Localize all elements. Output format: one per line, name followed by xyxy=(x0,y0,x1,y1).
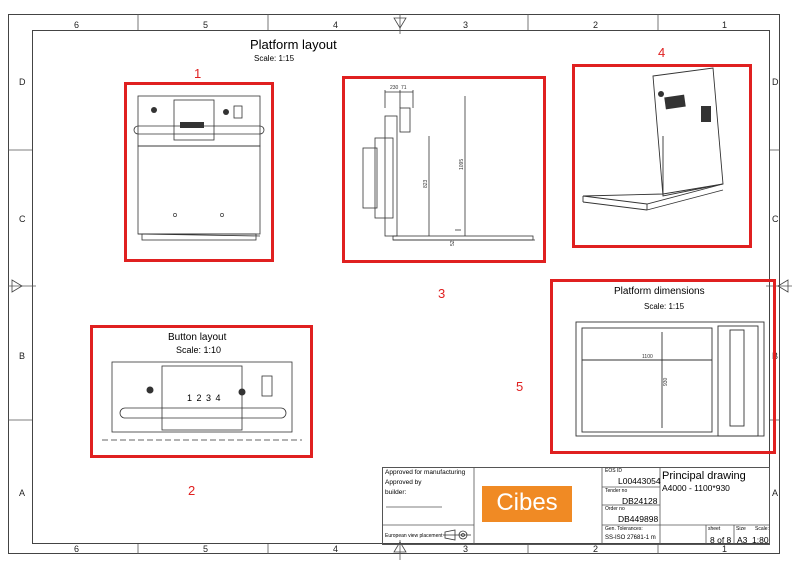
sheet-value: 8 of 8 xyxy=(710,535,732,545)
zone-top-2: 2 xyxy=(593,20,599,30)
tolerance-value: SS-ISO 27681-1 m xyxy=(605,535,656,541)
annotation-label-4: 4 xyxy=(658,45,666,60)
projection-symbol-icon xyxy=(443,529,471,541)
eos-id-label: EOS ID xyxy=(605,468,622,474)
dim-930: 930 xyxy=(663,377,669,386)
tender-value: DB24128 xyxy=(622,496,658,506)
zone-right-c: C xyxy=(772,214,779,224)
zone-top-4: 4 xyxy=(333,20,339,30)
zone-left-c: C xyxy=(19,214,26,224)
dim-71: 71 xyxy=(401,85,407,91)
scale-value: 1:80 xyxy=(752,535,769,545)
platform-iso-view xyxy=(582,67,724,211)
zone-top-5: 5 xyxy=(203,20,209,30)
zone-top-6: 6 xyxy=(74,20,80,30)
button-layout-view xyxy=(102,361,302,441)
annotation-label-1: 1 xyxy=(194,66,202,81)
brand-logo-bg xyxy=(482,486,572,522)
platform-side-view: 230 71 1095 823 52 xyxy=(362,85,535,246)
platform-dimensions-title: Platform dimensions xyxy=(614,286,705,297)
annotation-label-3: 3 xyxy=(438,286,446,301)
approved-manufacturing-label: Approved for manufacturing xyxy=(385,469,466,476)
dim-1095: 1095 xyxy=(459,159,465,170)
size-label: Size xyxy=(736,526,746,532)
scale-label: Scale: xyxy=(755,526,769,532)
annotation-box-5 xyxy=(550,279,776,454)
zone-bottom-6: 6 xyxy=(74,544,80,554)
zone-bottom-5: 5 xyxy=(203,544,209,554)
dim-823: 823 xyxy=(423,179,429,188)
dim-52: 52 xyxy=(450,240,456,246)
annotation-box-2 xyxy=(90,325,313,458)
title-block xyxy=(382,467,770,545)
zone-right-a: A xyxy=(772,488,779,498)
platform-layout-scale: Scale: 1:15 xyxy=(254,54,295,63)
zone-bottom-1: 1 xyxy=(722,544,728,554)
zone-bottom-2: 2 xyxy=(593,544,599,554)
button-layout-title: Button layout xyxy=(168,332,227,343)
brand-logo: Cibes xyxy=(496,489,558,516)
button-numbers: 1 2 3 4 xyxy=(187,393,222,403)
annotation-label-5: 5 xyxy=(516,379,524,394)
zone-left-a: A xyxy=(19,488,26,498)
title-block-lines xyxy=(382,467,770,545)
zone-top-3: 3 xyxy=(463,20,469,30)
annotation-box-4 xyxy=(572,64,752,248)
platform-front-view xyxy=(133,95,265,241)
zone-right-d: D xyxy=(772,77,779,87)
drawing-border xyxy=(8,14,780,554)
platform-dimensions-view: 1100 930 xyxy=(575,321,765,437)
platform-dimensions-scale: Scale: 1:15 xyxy=(644,302,685,311)
zone-top-1: 1 xyxy=(722,20,728,30)
zone-bottom-4: 4 xyxy=(333,544,339,554)
zone-bottom-3: 3 xyxy=(463,544,469,554)
size-value: A3 xyxy=(737,535,748,545)
platform-layout-title: Platform layout xyxy=(250,37,337,52)
annotation-box-3 xyxy=(342,76,546,263)
dim-1100: 1100 xyxy=(642,354,653,360)
tender-label: Tender no xyxy=(605,488,628,494)
annotation-label-2: 2 xyxy=(188,483,196,498)
builder-label: builder: xyxy=(385,489,407,496)
annotation-box-1 xyxy=(124,82,274,262)
tolerance-label: Gen. Tolerances: xyxy=(605,526,643,532)
zone-left-b: B xyxy=(19,351,26,361)
zone-left-d: D xyxy=(19,77,26,87)
order-value: DB449898 xyxy=(618,514,659,524)
sheet-label: sheet xyxy=(708,526,721,532)
drawing-title: Principal drawing xyxy=(662,470,746,482)
dim-230: 230 xyxy=(390,85,399,91)
order-label: Order no xyxy=(605,506,625,512)
european-view-label: European view placement xyxy=(385,533,443,539)
eos-id-value: L00443054 xyxy=(618,476,661,486)
approved-by-label: Approved by xyxy=(385,479,422,486)
drawing-model: A4000 - 1100*930 xyxy=(662,483,730,493)
button-layout-scale: Scale: 1:10 xyxy=(176,345,222,355)
